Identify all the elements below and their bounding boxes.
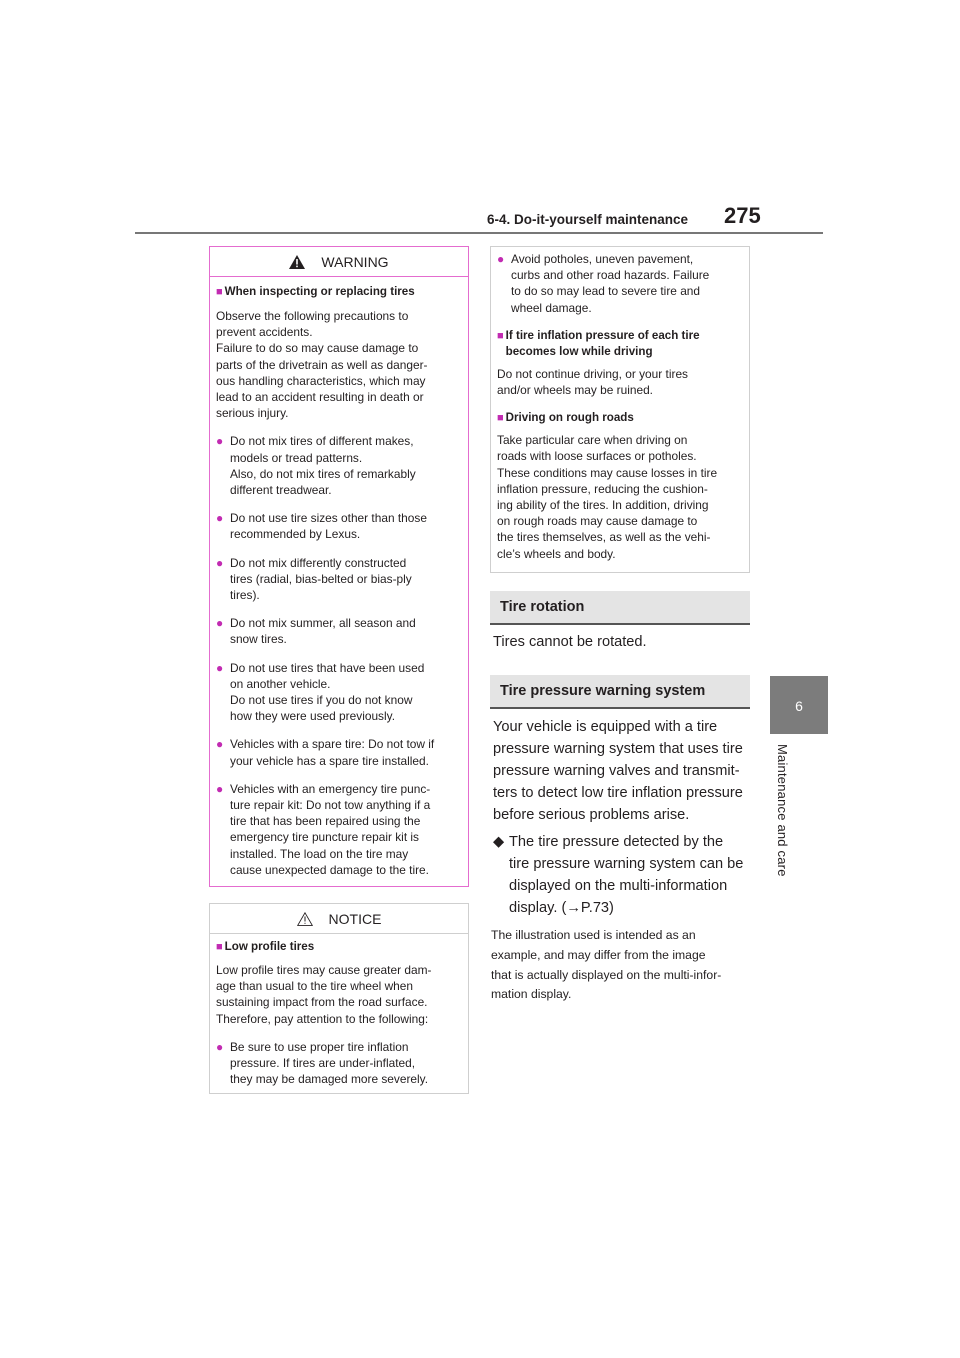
square-bullet-icon: ■ <box>497 329 504 342</box>
tpws-body: Your vehicle is equipped with a tire pre… <box>493 719 743 823</box>
notice-paragraph: Do not continue driving, or your tires a… <box>497 366 689 398</box>
warning-bullet: ● Do not mix tires of different makes, m… <box>216 434 416 498</box>
diamond-bullet-icon: ◆ <box>493 834 505 850</box>
round-bullet-icon: ● <box>216 781 224 796</box>
notice-heading: ■Driving on rough roads <box>497 411 634 425</box>
notice-bullet: ● Be sure to use proper tire inflation p… <box>216 1039 429 1087</box>
notice-title: NOTICE <box>328 910 382 927</box>
notice-intro: Low profile tires may cause greater dam-… <box>216 963 432 1026</box>
chapter-label: Maintenance and care <box>775 744 790 877</box>
warning-heading: ■When inspecting or replacing tires <box>216 285 415 298</box>
notice-box-header: NOTICE <box>210 904 468 934</box>
notice-box: NOTICE ■Low profile tires Low profile ti… <box>209 903 469 1094</box>
notice-paragraph: Take particular care when driving on roa… <box>497 433 718 561</box>
chapter-tab: 6 <box>770 676 828 734</box>
warning-bullet: ● Do not mix differently constructed tir… <box>216 555 412 603</box>
warning-box-body: ■When inspecting or replacing tires Obse… <box>210 277 468 878</box>
warning-bullet: ● Vehicles with an emergency tire punc- … <box>216 781 431 877</box>
square-bullet-icon: ■ <box>216 941 223 953</box>
round-bullet-icon: ● <box>216 737 224 752</box>
tire-rotation-text: Tires cannot be rotated. <box>493 634 647 650</box>
header-divider <box>135 232 823 234</box>
warning-bullet: ● Vehicles with a spare tire: Do not tow… <box>216 737 435 768</box>
tire-rotation-heading: Tire rotation <box>490 591 750 625</box>
warning-bullet: ● Do not mix summer, all season and snow… <box>216 616 416 647</box>
notice-bullet: ● Avoid potholes, uneven pavement, curbs… <box>497 252 710 315</box>
round-bullet-icon: ● <box>216 555 224 570</box>
round-bullet-icon: ● <box>216 434 224 449</box>
tpws-bullet: ◆ The tire pressure detected by the tire… <box>493 831 758 919</box>
tpws-heading: Tire pressure warning system <box>490 675 750 709</box>
tpws-note: The illustration used is intended as an … <box>491 928 722 1002</box>
round-bullet-icon: ● <box>216 1039 224 1054</box>
notice-continued-body: ● Avoid potholes, uneven pavement, curbs… <box>491 247 749 562</box>
warning-box: WARNING ■When inspecting or replacing ti… <box>209 246 469 887</box>
caution-icon <box>296 911 313 926</box>
notice-heading: ■Low profile tires <box>216 940 315 953</box>
notice-box-body: ■Low profile tires Low profile tires may… <box>210 934 468 1087</box>
chapter-number: 6 <box>795 698 803 714</box>
notice-continued-box: ● Avoid potholes, uneven pavement, curbs… <box>490 246 750 573</box>
warning-intro: Observe the following precautions to pre… <box>216 309 428 421</box>
warning-bullet: ● Do not use tire sizes other than those… <box>216 511 427 542</box>
section-title: 6-4. Do-it-yourself maintenance <box>487 212 689 227</box>
warning-title: WARNING <box>321 253 389 270</box>
square-bullet-icon: ■ <box>216 286 223 298</box>
square-bullet-icon: ■ <box>497 412 504 425</box>
page-number: 275 <box>724 203 761 228</box>
round-bullet-icon: ● <box>216 660 224 675</box>
warning-box-header: WARNING <box>210 247 468 277</box>
warning-icon <box>289 254 306 269</box>
notice-heading: ■ If tire inflation pressure of each tir… <box>497 328 700 358</box>
round-bullet-icon: ● <box>216 511 224 526</box>
warning-bullet: ● Do not use tires that have been used o… <box>216 660 425 724</box>
round-bullet-icon: ● <box>497 252 505 266</box>
round-bullet-icon: ● <box>216 616 224 631</box>
